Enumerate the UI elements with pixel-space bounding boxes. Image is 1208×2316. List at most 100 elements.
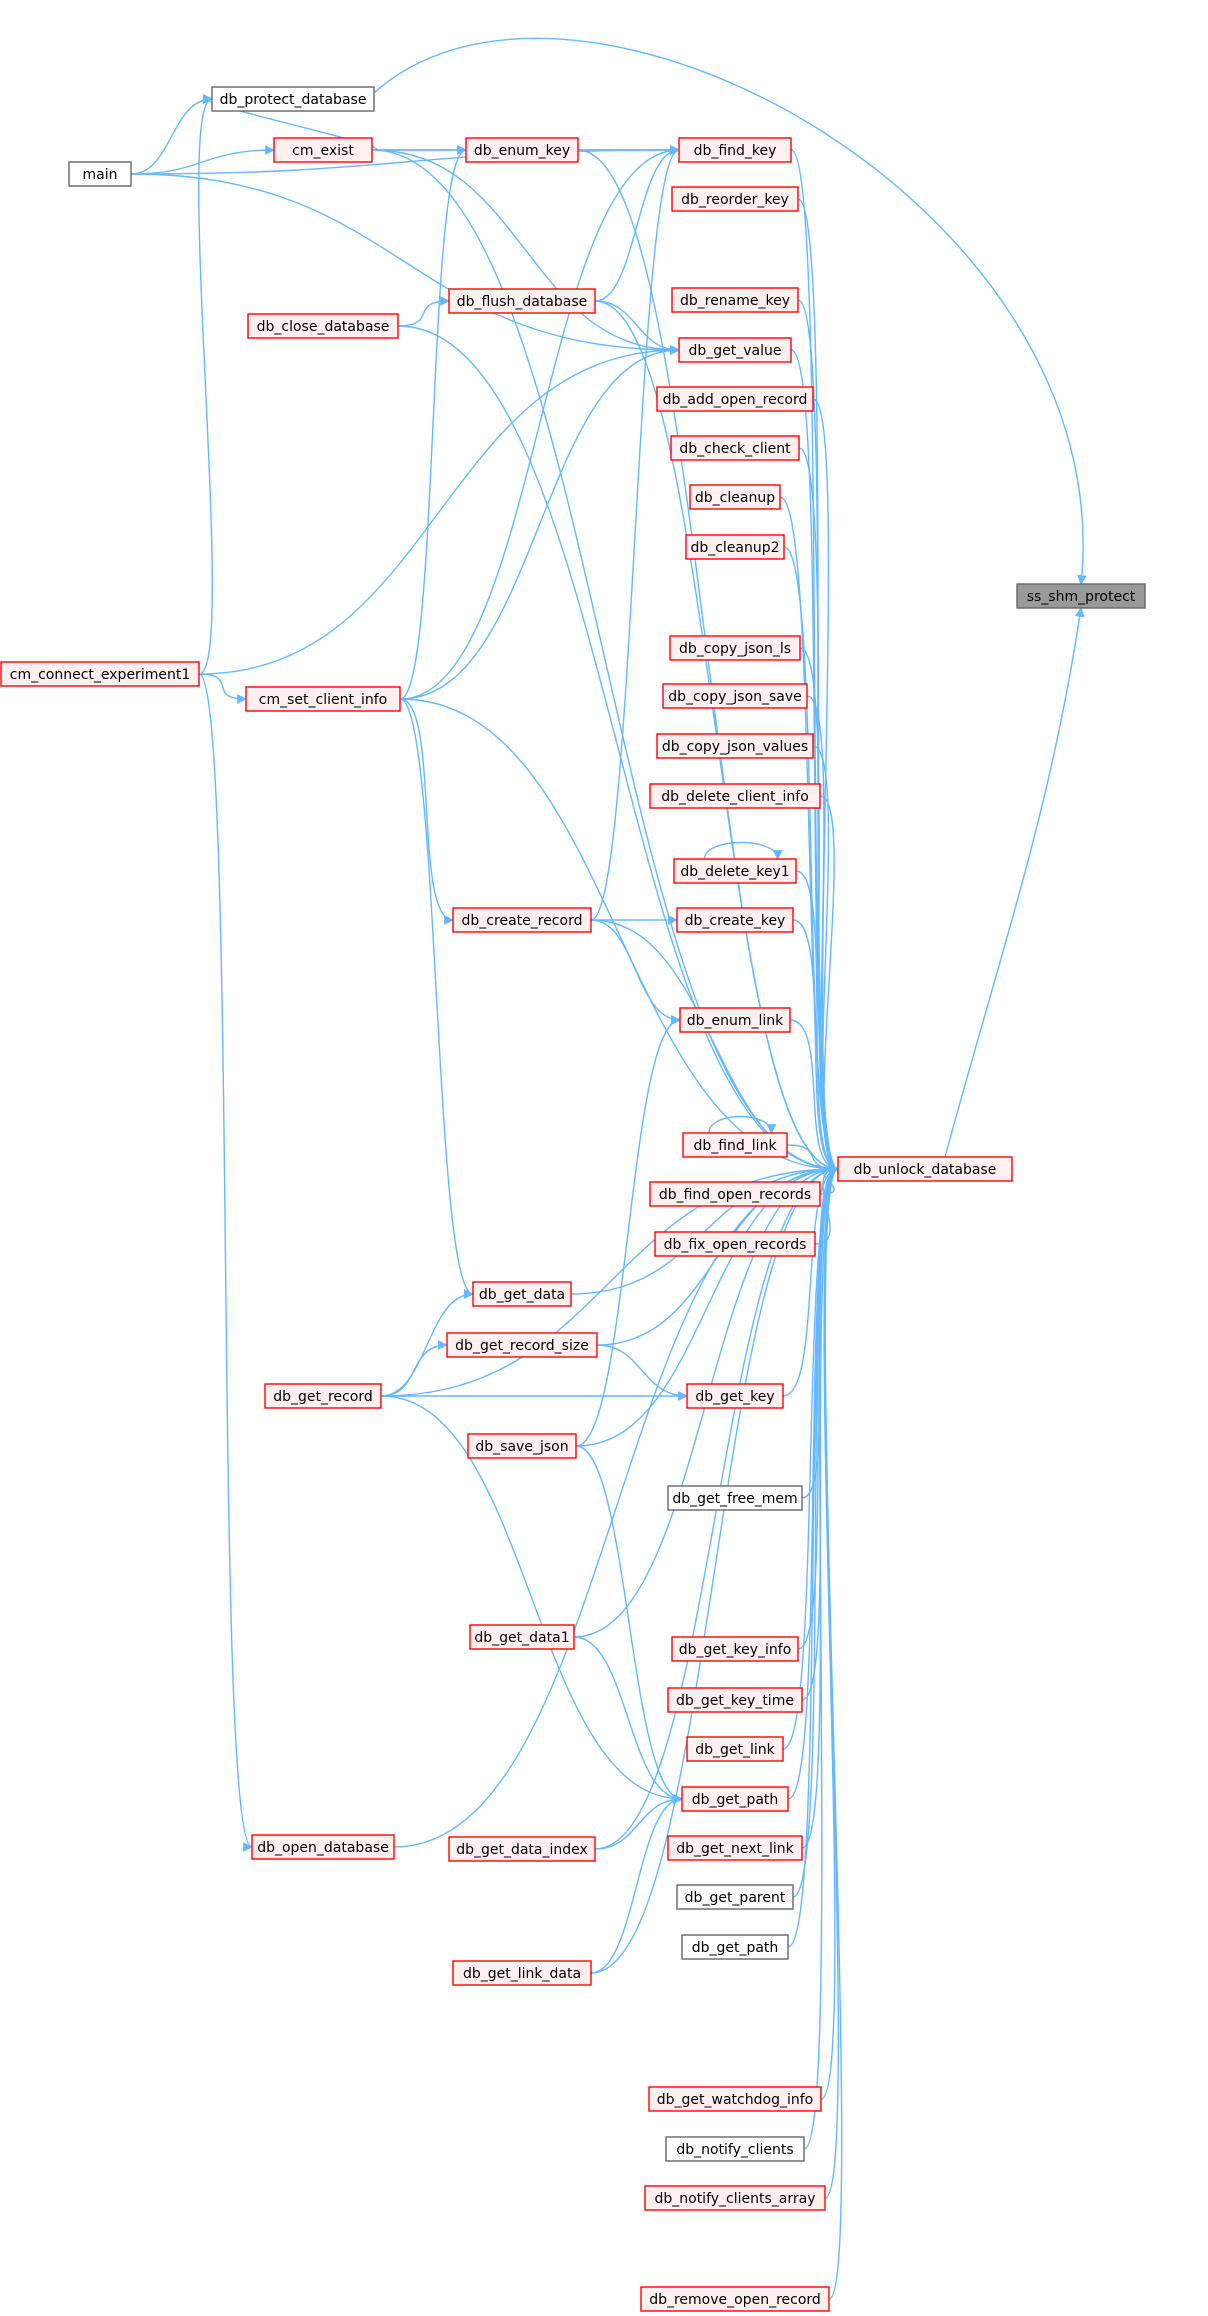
node-db-delete-key1[interactable]: db_delete_key1 — [673, 858, 797, 884]
edge-db-get-watchdog-info-to-db-unlock-database — [820, 1164, 839, 2100]
node-label: db_copy_json_save — [668, 689, 802, 705]
node-label: db_get_parent — [685, 1890, 786, 1906]
node-db-get-path-black[interactable]: db_get_path — [681, 1934, 789, 1960]
node-db-get-record-size[interactable]: db_get_record_size — [446, 1332, 598, 1358]
node-db-check-client[interactable]: db_check_client — [670, 435, 800, 461]
node-box — [452, 907, 592, 933]
node-label: ss_shm_protect — [1027, 589, 1136, 605]
node-db-remove-open-record[interactable]: db_remove_open_record — [640, 2286, 830, 2312]
node-db-find-link[interactable]: db_find_link — [682, 1132, 788, 1158]
node-label: db_get_record — [273, 1389, 372, 1405]
edge-cm-set-client-info-to-db-get-value — [399, 345, 680, 700]
node-main[interactable]: main — [68, 161, 132, 187]
node-box — [245, 686, 401, 712]
node-db-get-key-time[interactable]: db_get_key_time — [667, 1687, 803, 1713]
node-db-delete-client-info[interactable]: db_delete_client_info — [649, 783, 821, 809]
node-box — [467, 1433, 577, 1459]
node-db-get-key-info[interactable]: db_get_key_info — [671, 1636, 799, 1662]
node-label: db_get_link — [695, 1742, 775, 1758]
node-label: db_open_database — [257, 1840, 389, 1856]
node-db-get-key[interactable]: db_get_key — [686, 1383, 784, 1409]
node-db-get-value[interactable]: db_get_value — [678, 337, 792, 363]
node-db-get-path-red[interactable]: db_get_path — [681, 1786, 789, 1812]
node-box — [679, 1007, 791, 1033]
node-db-find-key[interactable]: db_find_key — [678, 137, 792, 163]
node-db-notify-clients-array[interactable]: db_notify_clients_array — [644, 2185, 826, 2211]
node-ss-shm-protect[interactable]: ss_shm_protect — [1016, 583, 1146, 609]
node-box — [446, 1332, 598, 1358]
node-db-get-link-data[interactable]: db_get_link_data — [452, 1960, 592, 1986]
node-db-get-data1[interactable]: db_get_data1 — [469, 1624, 575, 1650]
edge-db-find-link-to-db-find-link — [708, 1115, 777, 1134]
node-db-get-link[interactable]: db_get_link — [686, 1736, 784, 1762]
edge-db-get-path-black-to-db-unlock-database — [787, 1164, 839, 1948]
node-db-get-data[interactable]: db_get_data — [472, 1281, 572, 1307]
node-cm-exist[interactable]: cm_exist — [273, 137, 373, 163]
edge-db-get-record-to-db-get-record-size — [380, 1340, 448, 1397]
node-box — [667, 1485, 803, 1511]
node-db-protect-database[interactable]: db_protect_database — [211, 86, 375, 112]
node-db-enum-key[interactable]: db_enum_key — [465, 137, 579, 163]
node-db-get-record[interactable]: db_get_record — [264, 1383, 382, 1409]
node-db-open-database[interactable]: db_open_database — [251, 1834, 395, 1860]
edge-db-create-record-to-db-find-key — [590, 145, 680, 921]
node-db-cleanup[interactable]: db_cleanup — [689, 484, 781, 510]
node-db-get-watchdog-info[interactable]: db_get_watchdog_info — [648, 2086, 822, 2112]
node-box — [68, 161, 132, 187]
node-box — [669, 635, 801, 661]
edge-db-protect-database-to-ss-shm-protect — [373, 37, 1087, 585]
node-box — [667, 1835, 803, 1861]
node-box — [648, 2086, 822, 2112]
node-label: db_get_data_index — [456, 1842, 588, 1858]
node-db-get-free-mem[interactable]: db_get_free_mem — [667, 1485, 803, 1511]
edge-main-to-db-get-value — [130, 173, 680, 355]
node-cm-set-client-info[interactable]: cm_set_client_info — [245, 686, 401, 712]
edge-db-get-link-to-db-unlock-database — [782, 1164, 839, 1750]
node-box — [670, 435, 800, 461]
node-db-add-open-record[interactable]: db_add_open_record — [656, 386, 814, 412]
node-box — [689, 484, 781, 510]
node-box — [686, 1383, 784, 1409]
node-db-rename-key[interactable]: db_rename_key — [671, 287, 799, 313]
node-db-reorder-key[interactable]: db_reorder_key — [671, 186, 799, 212]
node-db-copy-json-values[interactable]: db_copy_json_values — [656, 733, 814, 759]
node-db-get-data-index[interactable]: db_get_data_index — [448, 1836, 596, 1862]
edge-db-delete-key1-to-db-delete-key1 — [703, 841, 783, 860]
node-cm-connect-experiment1[interactable]: cm_connect_experiment1 — [0, 661, 200, 687]
edge-db-get-link-data-to-db-unlock-database — [590, 1164, 839, 1974]
node-db-notify-clients[interactable]: db_notify_clients — [665, 2136, 805, 2162]
node-db-close-database[interactable]: db_close_database — [247, 313, 399, 339]
node-db-copy-json-save[interactable]: db_copy_json_save — [662, 683, 808, 709]
node-label: db_get_key_info — [679, 1642, 792, 1658]
node-db-copy-json-ls[interactable]: db_copy_json_ls — [669, 635, 801, 661]
node-db-enum-link[interactable]: db_enum_link — [679, 1007, 791, 1033]
node-db-save-json[interactable]: db_save_json — [467, 1433, 577, 1459]
node-db-get-parent[interactable]: db_get_parent — [676, 1884, 794, 1910]
edge-cm-exist-to-db-get-value — [371, 149, 680, 355]
edge-db-flush-database-to-db-find-key — [594, 145, 680, 302]
edge-db-get-link-data-to-db-get-path-red — [590, 1794, 683, 1974]
node-db-find-open-records[interactable]: db_find_open_records — [649, 1181, 821, 1207]
edge-db-find-link-to-db-unlock-database — [786, 1144, 839, 1174]
node-label: db_check_client — [679, 441, 791, 457]
node-box — [273, 137, 373, 163]
edge-db-get-record-to-db-get-data — [380, 1289, 474, 1397]
node-db-create-record[interactable]: db_create_record — [452, 907, 592, 933]
node-label: db_get_data — [479, 1287, 565, 1303]
node-label: db_get_path — [692, 1792, 779, 1808]
node-label: db_get_watchdog_info — [657, 2092, 813, 2108]
node-label: cm_set_client_info — [259, 692, 387, 708]
node-label: db_cleanup2 — [690, 540, 779, 556]
edge-db-delete-key1-to-db-unlock-database — [795, 870, 839, 1174]
edge-db-get-record-to-db-get-path-red — [380, 1395, 683, 1804]
node-db-flush-database[interactable]: db_flush_database — [448, 288, 596, 314]
node-db-create-key[interactable]: db_create_key — [676, 907, 794, 933]
node-box — [472, 1281, 572, 1307]
node-box — [676, 1884, 794, 1910]
node-db-cleanup2[interactable]: db_cleanup2 — [685, 534, 785, 560]
node-db-unlock-database[interactable]: db_unlock_database — [837, 1156, 1013, 1182]
node-db-fix-open-records[interactable]: db_fix_open_records — [654, 1231, 816, 1257]
edge-db-get-value-to-db-unlock-database — [790, 349, 839, 1174]
node-db-get-next-link[interactable]: db_get_next_link — [667, 1835, 803, 1861]
